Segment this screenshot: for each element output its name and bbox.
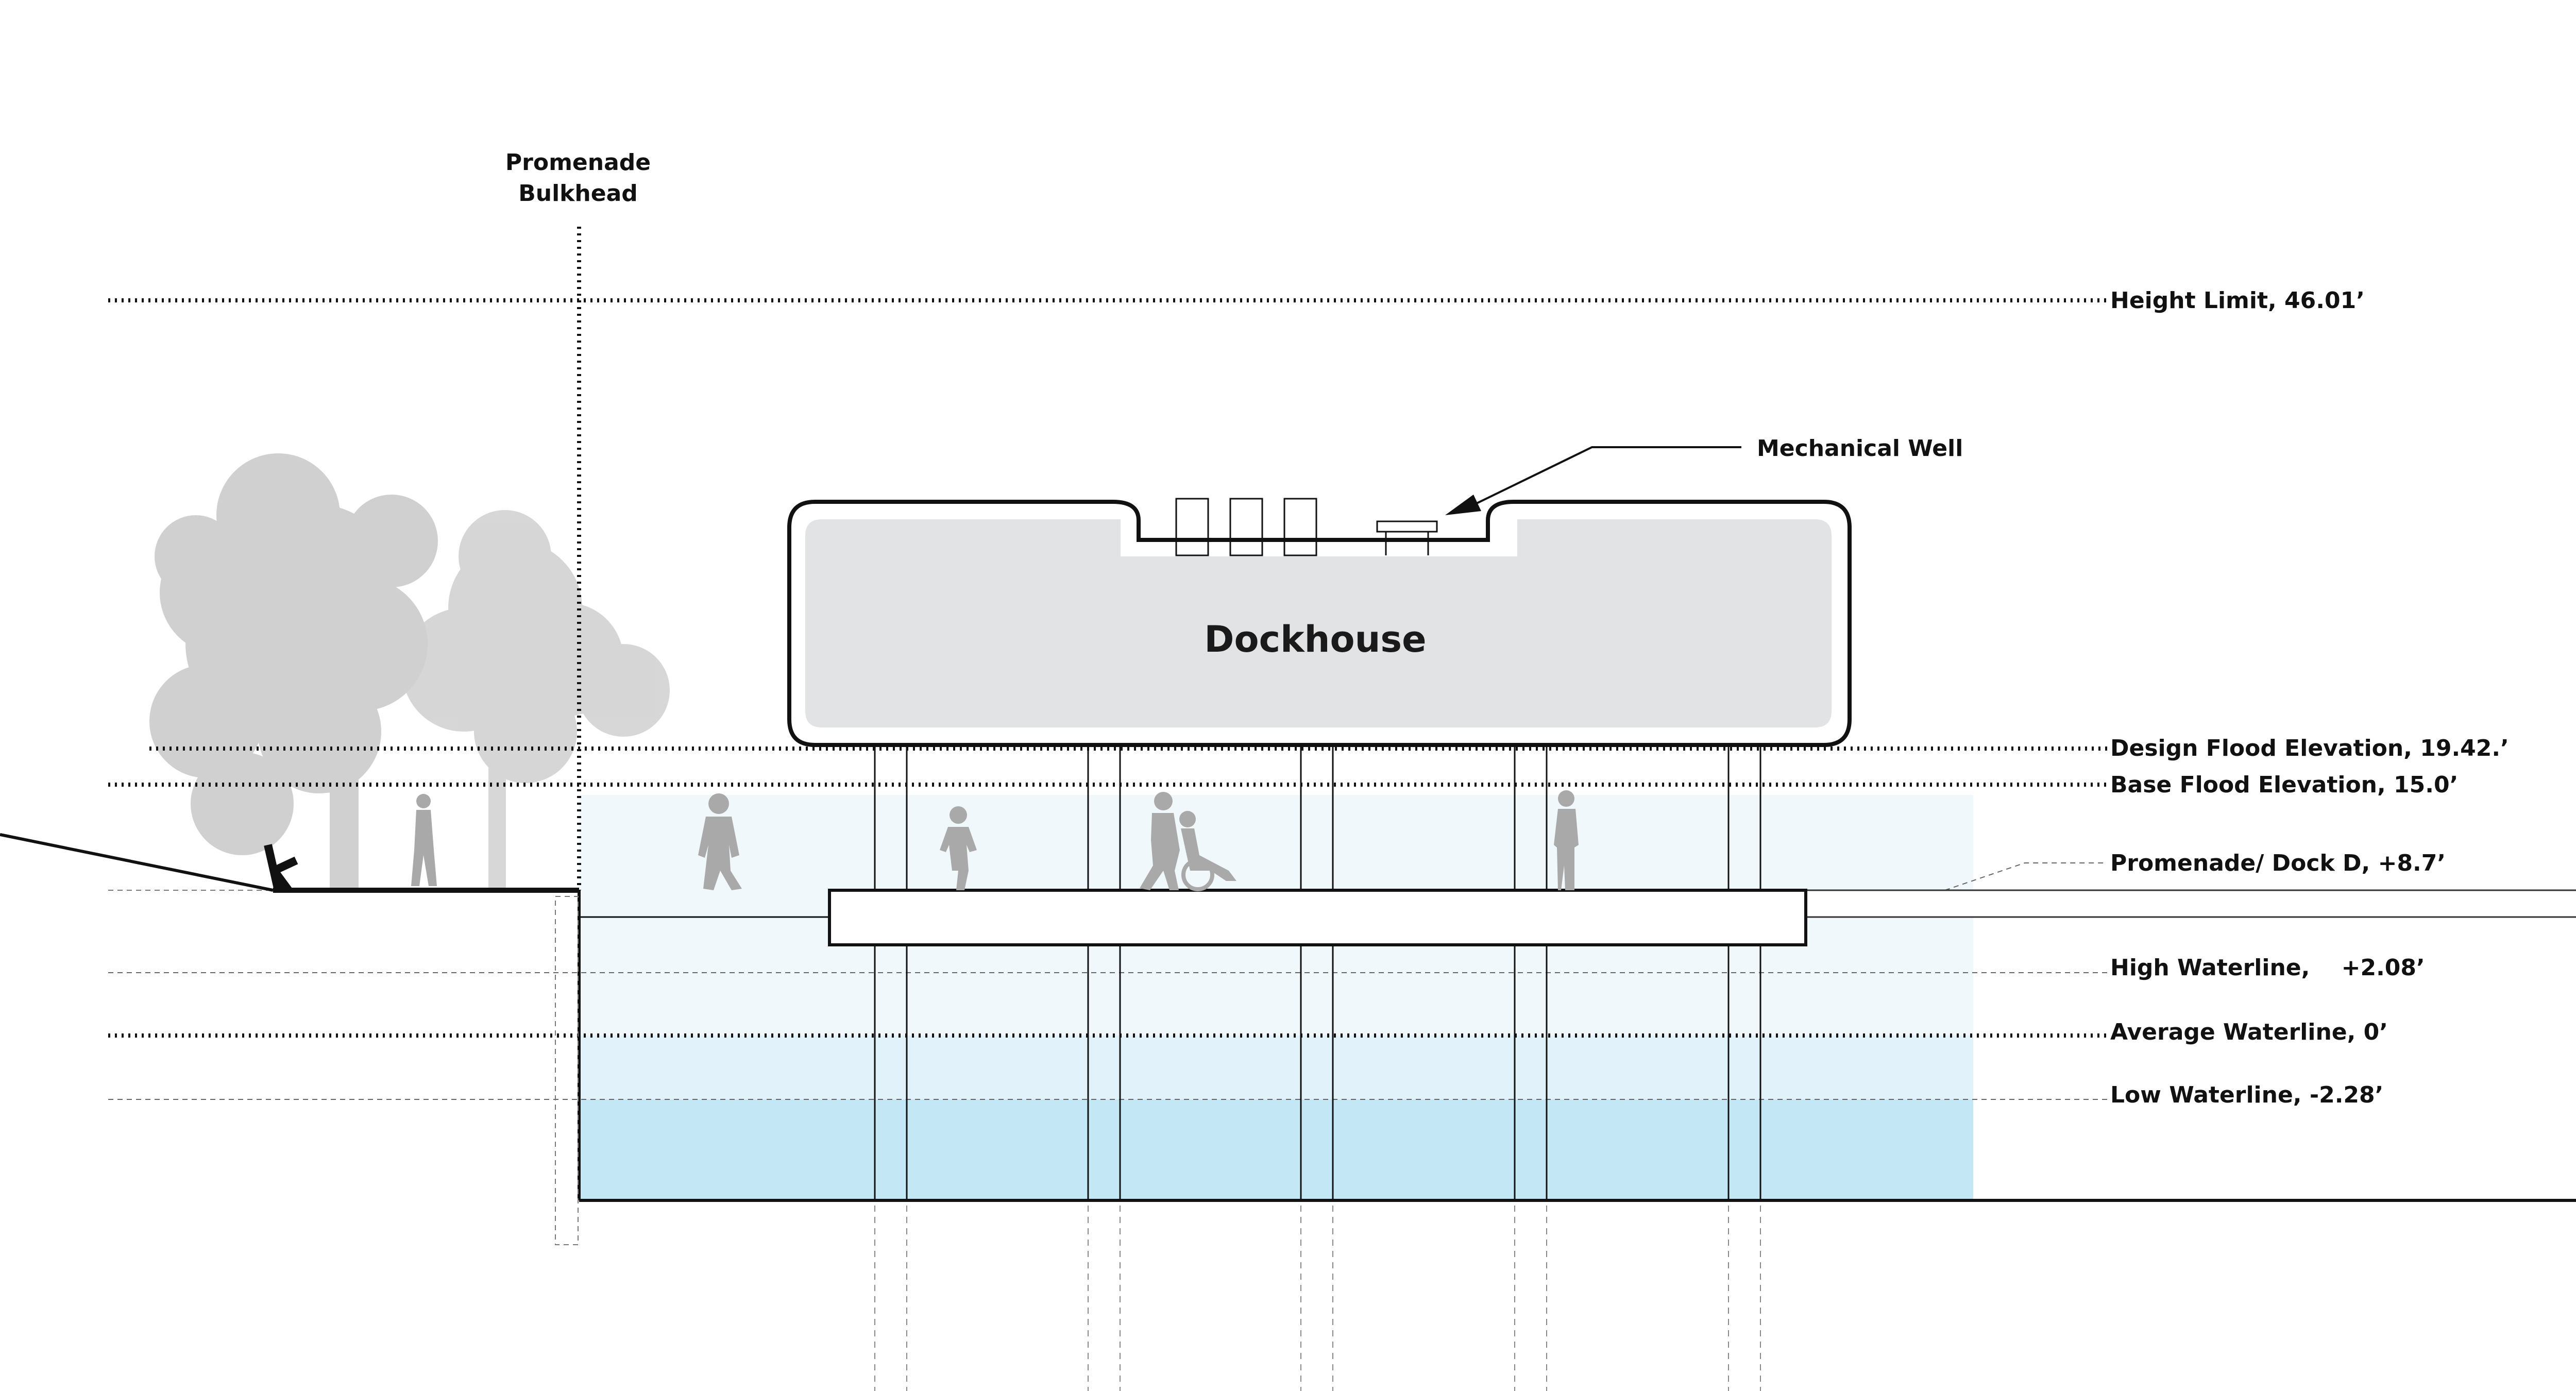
low-waterline-label: Low Waterline, -2.28’ [2110, 1082, 2383, 1108]
wheelchair-user-icon [1179, 811, 1236, 891]
person-icon [1554, 790, 1579, 890]
person-icon [411, 794, 437, 886]
promenade-dock-label: Promenade/ Dock D, +8.7’ [2110, 850, 2446, 876]
arrow-icon [1445, 495, 1481, 515]
embankment-slope [0, 833, 274, 892]
tree-left [149, 453, 438, 889]
water-deep-shading [579, 1099, 1973, 1200]
person-icon [940, 806, 977, 890]
water-mid-shading [579, 1036, 1973, 1099]
piles [874, 742, 1761, 1200]
promenade-leader [1944, 862, 2107, 891]
design-flood-label: Design Flood Elevation, 19.42.’ [2110, 735, 2509, 761]
vent-stack [1229, 498, 1263, 556]
dockhouse-building: Dockhouse [787, 498, 1852, 747]
mechanical-well-label: Mechanical Well [1757, 435, 1963, 462]
mechanical-vents [1175, 498, 1438, 556]
bulkhead-label-line2: Bulkhead [518, 180, 638, 207]
callout-leader [1473, 446, 1741, 506]
people-silhouettes [411, 790, 1579, 891]
bulkhead-footing [555, 896, 579, 1245]
base-flood-label: Base Flood Elevation, 15.0’ [2110, 772, 2458, 798]
building-interior [805, 519, 1832, 727]
promenade-bulkhead [555, 227, 581, 1245]
level-labels: Height Limit, 46.01’ Design Flood Elevat… [2110, 287, 2509, 1108]
tree-right [402, 510, 670, 889]
floating-dock [828, 889, 1807, 946]
mechanical-well-unit [1376, 520, 1438, 533]
bulkhead-label-line1: Promenade [505, 149, 651, 176]
average-waterline-label: Average Waterline, 0’ [2110, 1019, 2388, 1045]
height-limit-label: Height Limit, 46.01’ [2110, 287, 2365, 314]
person-icon [698, 793, 742, 890]
pile-footings [874, 1206, 1761, 1391]
vent-stack [1175, 498, 1209, 556]
mechanical-well-callout: Mechanical Well [1445, 435, 1963, 515]
building-title: Dockhouse [1204, 618, 1426, 660]
vent-stack [1283, 498, 1317, 556]
bench-icon [264, 844, 298, 893]
level-lines [108, 298, 2107, 1100]
high-waterline-label: High Waterline, +2.08’ [2110, 955, 2425, 981]
dock-extension [1805, 889, 2576, 918]
person-icon [1140, 792, 1180, 890]
water-body [579, 795, 1973, 1200]
